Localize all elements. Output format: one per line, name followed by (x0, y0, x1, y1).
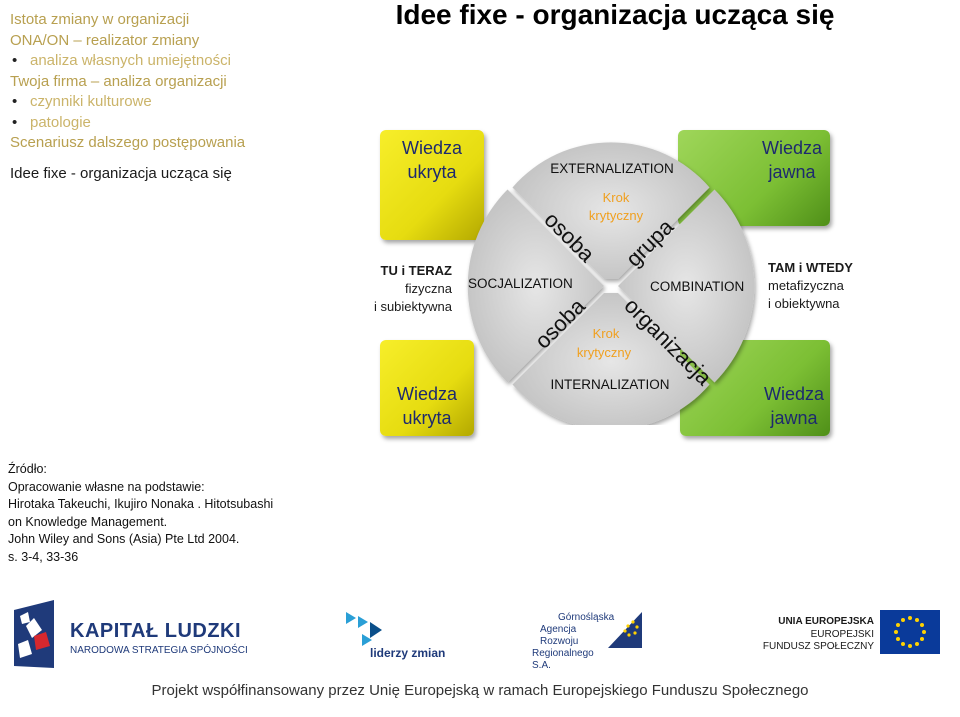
agenda-heading-4[interactable]: Scenariusz dalszego postępowania (10, 134, 246, 151)
liderzy-zmian-logo-icon (346, 612, 382, 646)
garr-line-1: Górnośląska (558, 612, 615, 623)
source-line-5: John Wiley and Sons (Asia) Pte Ltd 2004. (8, 532, 240, 546)
garr-line-2: Agencja Rozwoju (540, 624, 579, 647)
label-externalization: EXTERNALIZATION (550, 161, 674, 176)
source-line-2: Opracowanie własne na podstawie: (8, 479, 205, 494)
box-tacit-top-line1: Wiedza (401, 138, 463, 158)
garr-line-3: Regionalnego S.A. (532, 648, 594, 671)
quadrant-combination (618, 189, 755, 383)
seci-diagram: EXTERNALIZATION SOCJALIZATION COMBINATIO… (467, 142, 755, 425)
ue-line-3: FUNDUSZ SPOŁECZNY (762, 641, 874, 652)
krok-bottom-line1: Krok (593, 326, 620, 341)
slide-title: Idee fixe - organizacja ucząca się (395, 0, 835, 30)
box-explicit-bottom-line1: Wiedza (763, 384, 824, 404)
agenda-outline: Istota zmiany w organizacji ONA/ON – rea… (10, 10, 330, 184)
ue-text: UNIA EUROPEJSKA EUROPEJSKI FUNDUSZ SPOŁE… (760, 616, 874, 654)
right-descriptor: TAM i WTEDY metafizyczna i obiektywna (768, 259, 888, 313)
source-citation: Źródło: Opracowanie własne na podstawie:… (8, 461, 273, 566)
quadrant-internalization (512, 293, 710, 425)
kapital-ludzki-subtitle: NARODOWA STRATEGIA SPÓJNOŚCI (70, 645, 248, 656)
quadrant-socjalization (467, 189, 604, 383)
garr-logo-icon (608, 612, 642, 648)
garr-text: Górnośląska Agencja Rozwoju Regionalnego… (532, 612, 615, 672)
box-explicit-bottom-line2: jawna (770, 408, 818, 428)
right-descriptor-line3: i obiektywna (768, 296, 840, 311)
krok-top-line2: krytyczny (589, 208, 644, 223)
box-tacit-bottom-line2: ukryta (402, 408, 452, 428)
box-explicit-top-line2: jawna (768, 162, 816, 182)
quadrant-externalization (512, 142, 710, 279)
box-tacit-bottom: Wiedza ukryta (380, 340, 474, 436)
right-descriptor-line2: metafizyczna (768, 278, 844, 293)
kapital-ludzki-logo-icon (14, 600, 54, 668)
source-line-3: Hirotaka Takeuchi, Ikujiro Nonaka . Hito… (8, 497, 274, 511)
ue-line-2: EUROPEJSKI (810, 628, 874, 640)
eu-flag-icon (880, 610, 940, 654)
label-internalization: INTERNALIZATION (550, 377, 669, 392)
box-tacit-top-line2: ukryta (407, 162, 457, 182)
box-explicit-top-line1: Wiedza (761, 138, 822, 158)
liderzy-zmian-text: liderzy zmian (370, 646, 446, 660)
box-tacit-top: Wiedza ukryta (380, 130, 484, 240)
left-descriptor: TU i TERAZ fizyczna i subiektywna (360, 262, 452, 316)
label-combination: COMBINATION (650, 279, 744, 294)
source-line-1: Źródło: (8, 462, 47, 476)
agenda-heading-3[interactable]: Twoja firma – analiza organizacji (10, 72, 227, 90)
source-line-4: on Knowledge Management. (8, 514, 168, 529)
left-descriptor-line3: i subiektywna (373, 299, 452, 314)
agenda-heading-1[interactable]: Istota zmiany w organizacji (10, 11, 190, 28)
label-socjalization: SOCJALIZATION (468, 276, 573, 291)
agenda-bullet-1[interactable]: analiza własnych umiejętności (10, 51, 330, 72)
box-tacit-bottom-line1: Wiedza (396, 384, 458, 404)
krok-bottom-line2: krytyczny (577, 345, 632, 360)
right-descriptor-title: TAM i WTEDY (768, 260, 853, 275)
source-line-6: s. 3-4, 33-36 (8, 549, 79, 564)
agenda-current-item[interactable]: Idee fixe - organizacja ucząca się (10, 164, 232, 182)
agenda-heading-2[interactable]: ONA/ON – realizator zmiany (10, 31, 200, 49)
ue-line-1: UNIA EUROPEJSKA (778, 616, 874, 627)
left-descriptor-title: TU i TERAZ (380, 263, 453, 278)
agenda-bullet-2[interactable]: czynniki kulturowe (10, 92, 330, 113)
footer-note: Projekt współfinansowany przez Unię Euro… (151, 682, 809, 699)
krok-top-line1: Krok (603, 190, 630, 205)
agenda-bullet-3[interactable]: patologie (10, 113, 330, 134)
kapital-ludzki-title: KAPITAŁ LUDZKI (70, 620, 242, 642)
left-descriptor-line2: fizyczna (405, 281, 452, 296)
